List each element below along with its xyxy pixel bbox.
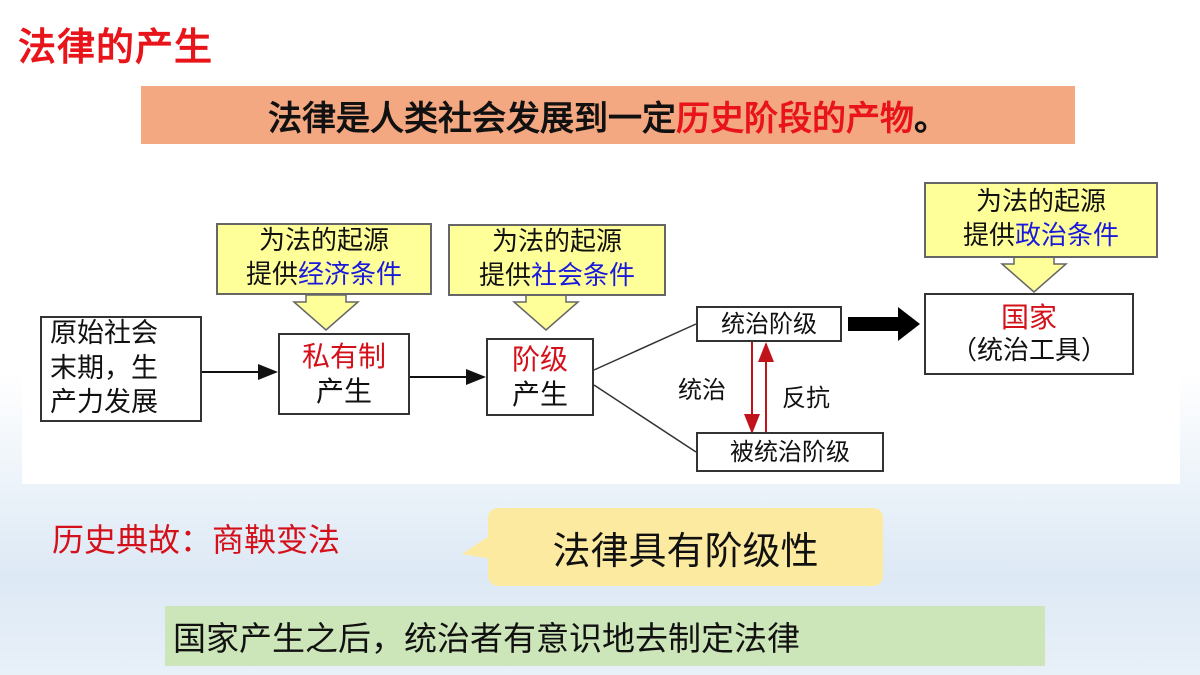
box-ruled-class: 被统治阶级 [696,432,884,472]
box-primitive-society: 原始社会 末期，生 产力发展 [40,316,202,422]
box-ruling-class: 统治阶级 [696,306,842,342]
conclusion-bar: 国家产生之后，统治者有意识地去制定法律 [165,606,1045,666]
ruling-label: 统治阶级 [721,310,817,338]
box-class: 阶级 产生 [486,338,594,416]
private-sub: 产生 [315,375,372,408]
thick-arrow-head [898,307,920,341]
cond-political-prefix: 提供 [962,221,1015,251]
banner-suffix: 。 [914,98,948,139]
callout-text: 法律具有阶级性 [552,528,819,573]
condition-social: 为法的起源 提供社会条件 [448,224,666,296]
state-title: 国家 [1000,301,1057,335]
callout-class-nature: 法律具有阶级性 [488,508,883,586]
condition-political: 为法的起源 提供政治条件 [924,182,1158,258]
ruled-label: 被统治阶级 [730,438,850,466]
condition-economic: 为法的起源 提供经济条件 [216,223,432,295]
cond-social-line1: 为法的起源 [491,227,622,258]
cond-social-prefix: 提供 [478,261,531,291]
class-title: 阶级 [511,343,568,376]
box-private-ownership: 私有制 产生 [278,333,410,415]
main-statement-banner: 法律是人类社会发展到一定历史阶段的产物。 [141,86,1075,144]
page-title: 法律的产生 [18,25,214,69]
origin-line2: 末期，生 [50,352,158,384]
box-state: 国家 （统治工具） [924,293,1134,375]
cond-political-line1: 为法的起源 [975,187,1106,218]
cond-political-highlight: 政治条件 [1015,221,1120,251]
down-arrow-economic [292,294,360,331]
resist-label: 反抗 [782,384,830,412]
thick-arrow-shaft [848,317,900,331]
cond-economic-highlight: 经济条件 [298,260,403,290]
class-sub: 产生 [511,378,568,411]
cond-economic-prefix: 提供 [245,260,298,290]
banner-highlight: 历史阶段的产物 [676,98,914,139]
line-class-to-ruling [593,323,697,371]
line-class-to-ruled [593,384,697,453]
historical-anecdote: 历史典故：商鞅变法 [52,521,341,559]
origin-line1: 原始社会 [50,318,158,350]
cond-economic-line1: 为法的起源 [258,226,389,257]
banner-prefix: 法律是人类社会发展到一定 [268,98,676,139]
cond-social-highlight: 社会条件 [531,261,636,291]
state-sub: （统治工具） [950,336,1107,367]
origin-line3: 产力发展 [50,387,158,419]
private-title: 私有制 [301,340,386,373]
down-arrow-social [512,294,580,331]
down-arrow-political [1000,255,1068,293]
rule-label: 统治 [678,376,726,404]
conclusion-text: 国家产生之后，统治者有意识地去制定法律 [173,619,800,658]
